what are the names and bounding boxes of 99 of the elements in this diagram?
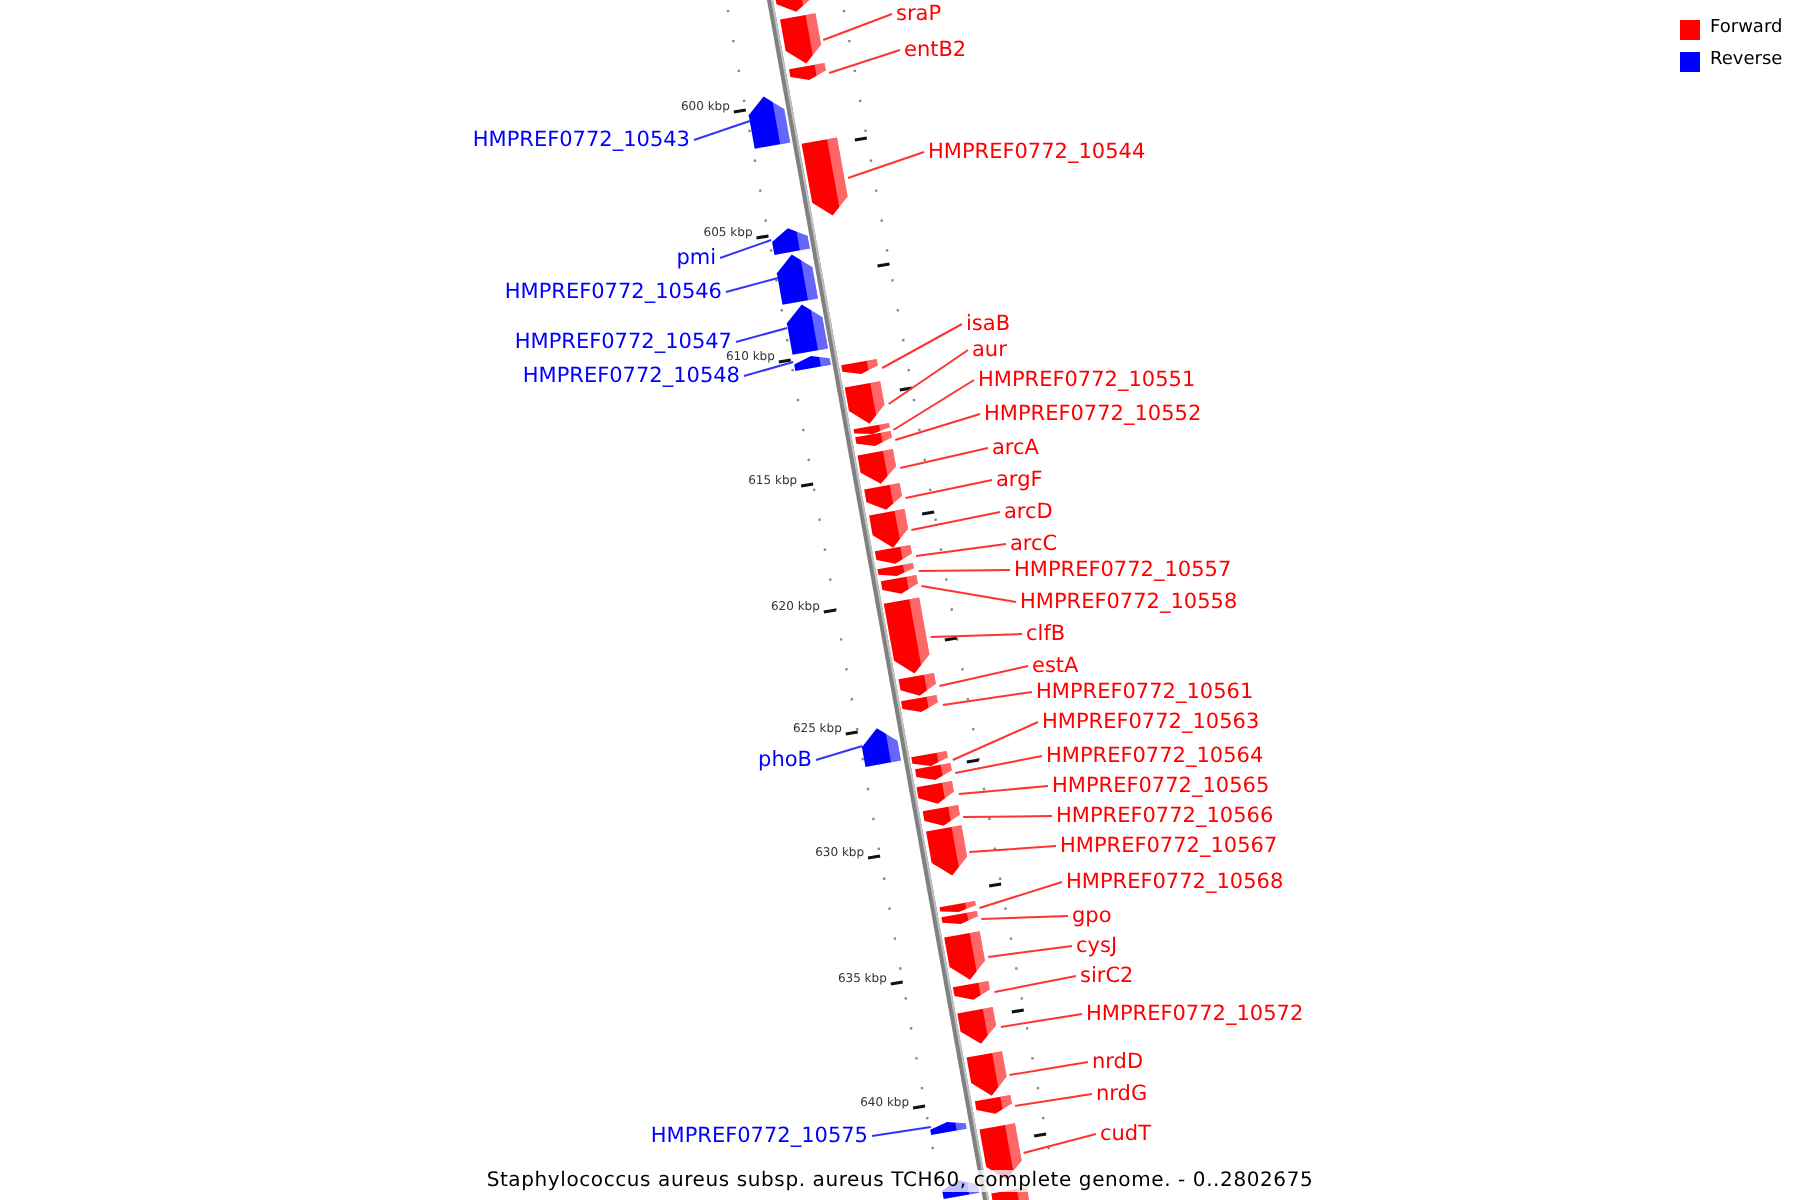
gene-name: nrdD xyxy=(1092,1050,1144,1074)
gene-feature xyxy=(859,725,902,767)
gene-name: argF xyxy=(996,468,1043,492)
gene-feature xyxy=(769,225,810,255)
gene-feature xyxy=(953,980,992,1004)
gene-feature xyxy=(880,574,919,598)
gene-name: HMPREF0772_10547 xyxy=(514,330,732,354)
legend-label: Reverse xyxy=(1710,50,1783,70)
leader-line xyxy=(987,945,1073,958)
gene-feature xyxy=(863,483,904,513)
gene-name: cudT xyxy=(1100,1122,1152,1146)
gene-feature xyxy=(917,780,957,808)
gene-feature xyxy=(958,1007,1000,1047)
leader-line xyxy=(894,413,981,441)
gene-name: HMPREF0772_10563 xyxy=(1042,710,1260,734)
leader-line xyxy=(915,543,1007,557)
leader-line xyxy=(822,13,893,41)
leader-line xyxy=(938,665,1029,687)
leader-line xyxy=(899,447,989,469)
gene-name: estA xyxy=(1032,654,1079,678)
leader-line xyxy=(904,479,993,499)
gene-feature xyxy=(745,93,790,149)
leader-line xyxy=(980,915,1069,920)
gene-name: HMPREF0772_10567 xyxy=(1060,834,1278,858)
gene-feature xyxy=(852,422,890,438)
gene-feature xyxy=(854,430,892,450)
leader-line xyxy=(693,120,751,141)
gene-name: arcA xyxy=(992,436,1039,460)
gene-feature xyxy=(914,762,953,784)
leader-line xyxy=(743,361,795,377)
leader-line xyxy=(871,1126,932,1137)
gene-name: aur xyxy=(972,338,1007,362)
leader-line xyxy=(847,151,925,179)
leader-line xyxy=(887,349,969,405)
gene-feature xyxy=(841,358,879,378)
leader-line xyxy=(941,691,1033,706)
leader-line xyxy=(968,845,1057,853)
gene-name: arcC xyxy=(1010,532,1058,556)
gene-name: pmi xyxy=(676,246,716,270)
gene-name: HMPREF0772_10546 xyxy=(504,280,722,304)
leader-line xyxy=(881,323,963,369)
leader-line xyxy=(999,1013,1083,1028)
gene-feature xyxy=(792,352,830,372)
leader-line xyxy=(962,815,1053,818)
leader-line xyxy=(957,785,1049,795)
gene-name: HMPREF0772_10572 xyxy=(1086,1002,1304,1026)
gene-name: HMPREF0772_10565 xyxy=(1052,774,1270,798)
leader-line xyxy=(993,975,1077,993)
leader-line xyxy=(892,379,975,431)
gene-name: HMPREF0772_10543 xyxy=(472,128,690,152)
gene-feature xyxy=(939,900,976,916)
gene-name: cysJ xyxy=(1076,934,1118,958)
leader-line xyxy=(1022,1133,1097,1154)
leader-line xyxy=(910,511,1001,531)
gene-name: HMPREF0772_10544 xyxy=(928,140,1146,164)
gene-feature xyxy=(930,1118,968,1136)
leader-line xyxy=(929,633,1023,638)
leader-line xyxy=(735,327,789,343)
gene-feature xyxy=(901,694,940,716)
gene-feature xyxy=(878,562,916,580)
gene-feature xyxy=(801,137,851,219)
gene-name: entB2 xyxy=(904,38,967,62)
gene-name: sraP xyxy=(896,2,942,26)
gene-name: HMPREF0772_10568 xyxy=(1066,870,1284,894)
gene-feature xyxy=(912,750,950,770)
leader-line xyxy=(719,239,773,259)
leader-line xyxy=(828,49,901,74)
gene-name: nrdG xyxy=(1096,1082,1148,1106)
gene-name: arcD xyxy=(1004,500,1053,524)
gene-name: clfB xyxy=(1026,622,1066,646)
gene-feature xyxy=(874,544,914,568)
leader-line xyxy=(1014,1093,1093,1107)
gene-name: HMPREF0772_10564 xyxy=(1046,744,1264,768)
leader-line xyxy=(920,585,1017,603)
gene-name: isaB xyxy=(966,312,1011,336)
leader-line xyxy=(954,755,1043,774)
gene-name: HMPREF0772_10548 xyxy=(522,364,740,388)
gene-name: phoB xyxy=(758,748,812,772)
gene-feature xyxy=(788,62,827,84)
gene-name: HMPREF0772_10561 xyxy=(1036,680,1254,704)
leader-line xyxy=(815,745,864,761)
gene-name: HMPREF0772_10558 xyxy=(1020,590,1238,614)
leader-line xyxy=(951,721,1039,761)
gene-name: sirC2 xyxy=(1080,964,1134,988)
gene-name: HMPREF0772_10557 xyxy=(1014,558,1232,582)
leader-line xyxy=(917,569,1011,572)
gene-name: gpo xyxy=(1072,904,1112,928)
gene-name: HMPREF0772_10551 xyxy=(978,368,1196,392)
gene-name: HMPREF0772_10575 xyxy=(650,1124,868,1148)
leader-line xyxy=(978,881,1063,909)
leader-line xyxy=(1008,1061,1089,1076)
legend-label: Forward xyxy=(1710,18,1783,38)
gene-name: HMPREF0772_10552 xyxy=(984,402,1202,426)
gene-name: HMPREF0772_10566 xyxy=(1056,804,1274,828)
gene-feature xyxy=(973,1094,1013,1118)
gene-feature xyxy=(921,804,961,830)
gene-feature xyxy=(940,910,978,928)
leader-line xyxy=(725,277,780,293)
gene-feature xyxy=(898,672,937,700)
